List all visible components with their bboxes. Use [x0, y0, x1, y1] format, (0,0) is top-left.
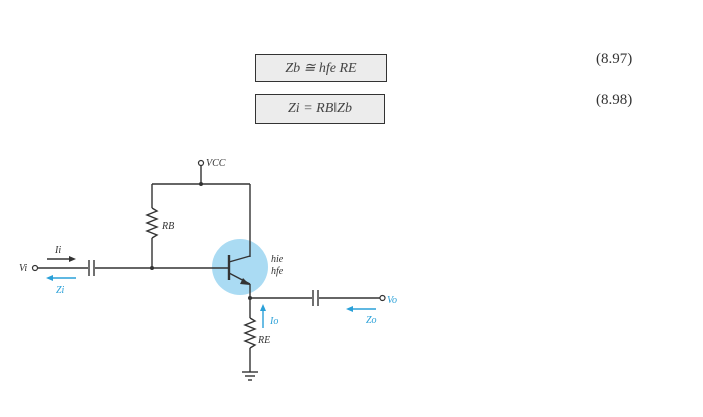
vi-terminal	[31, 264, 39, 272]
output-capacitor-icon	[312, 290, 319, 306]
ii-label: Ii	[54, 245, 61, 256]
equation-8-97-box: Zb ≅ hfe RE	[255, 54, 387, 82]
hie-label: hie	[271, 254, 284, 265]
vcc-terminal	[197, 159, 205, 167]
zi-label: Zi	[56, 285, 65, 296]
vi-label: Vi	[19, 263, 27, 274]
vo-terminal	[379, 294, 386, 302]
re-label: RE	[257, 335, 270, 346]
equation-8-97-number: (8.97)	[596, 51, 633, 67]
input-capacitor-icon	[88, 260, 95, 276]
equation-8-98-number: (8.98)	[596, 92, 633, 108]
hfe-label: hfe	[271, 266, 284, 277]
vcc-label: VCC	[206, 158, 226, 169]
ii-arrow-icon	[47, 256, 76, 262]
re-resistor-icon	[243, 317, 257, 372]
rb-resistor-icon	[145, 184, 159, 267]
io-arrow-icon	[260, 304, 266, 328]
equation-8-97: Zb ≅ hfe RE	[285, 60, 357, 76]
transistor-highlight	[212, 239, 268, 295]
vo-label: Vo	[387, 295, 397, 306]
rb-label: RB	[161, 221, 174, 232]
io-label: Io	[269, 316, 278, 327]
equation-8-98-box: Zi = RB‖Zb	[255, 94, 385, 124]
equation-8-98: Zi = RB‖Zb	[288, 101, 352, 116]
zo-arrow-icon	[346, 306, 376, 312]
zo-label: Zo	[366, 315, 377, 326]
ground-icon	[242, 371, 258, 381]
transistor-icon	[227, 255, 251, 285]
zi-arrow-icon	[46, 275, 76, 281]
